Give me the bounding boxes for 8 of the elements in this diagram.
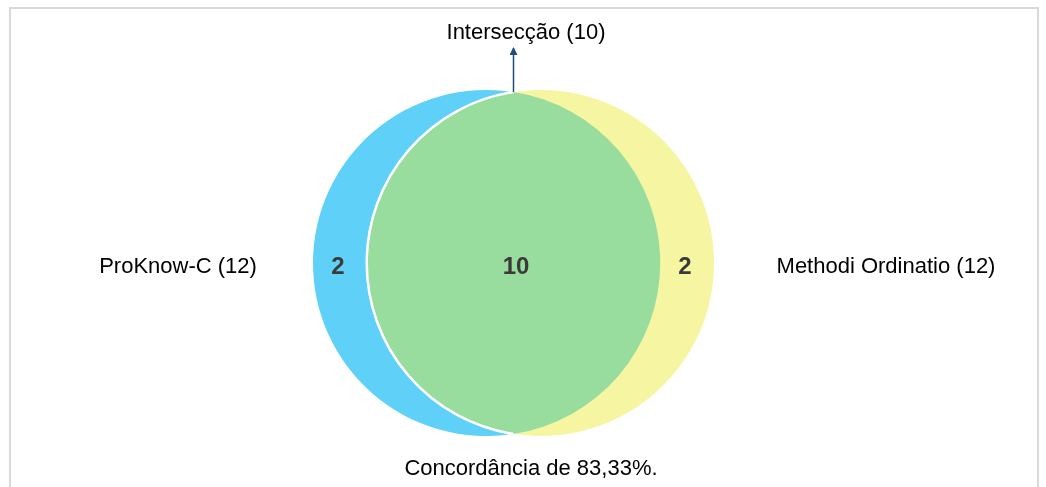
count-label: 10 (502, 252, 530, 280)
caption: Concordância de 83,33%. (404, 455, 658, 481)
set-label: ProKnow-C (12) (99, 253, 257, 279)
region-label: Intersecção (10) (446, 19, 606, 45)
count-label: 2 (331, 252, 345, 280)
set-label: Methodi Ordinatio (12) (776, 253, 996, 279)
arrow (509, 47, 518, 93)
count-label: 2 (678, 252, 692, 280)
